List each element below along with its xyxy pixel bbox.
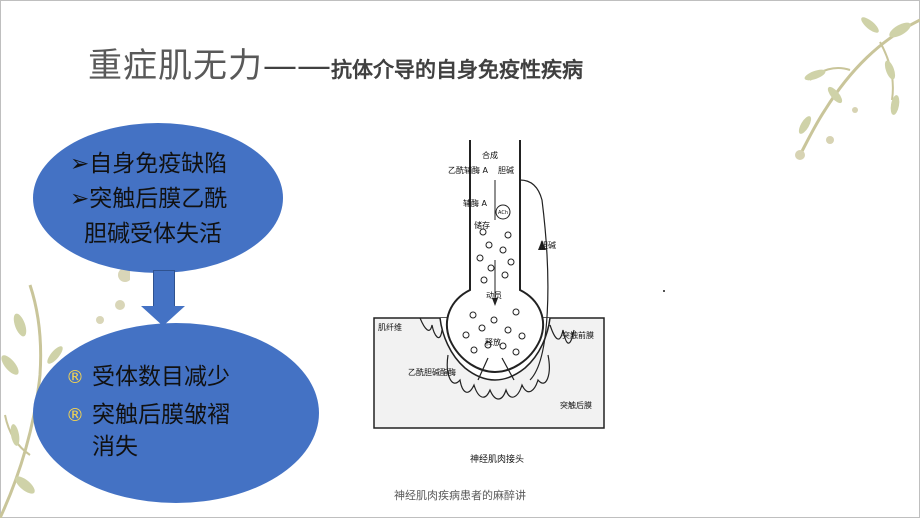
bullet-icon: ®: [66, 367, 84, 388]
footer-text: 神经肌肉疾病患者的麻醉讲: [394, 489, 526, 502]
neuromuscular-junction-diagram: 合成 乙酰辅酶 A 胆碱 辅酶 A ACh 储存 胆碱 动员 肌纤维 释放 突触…: [373, 140, 605, 465]
cause-line-2: ➢突触后膜乙酰: [70, 186, 228, 212]
label-mobilize: 动员: [486, 290, 502, 300]
label-postsyn: 突触后膜: [560, 400, 592, 410]
label-ach: ACh: [498, 210, 508, 216]
cause-line-3: 胆碱受体失活: [84, 221, 222, 247]
slide-title: 重症肌无力——抗体介导的自身免疫性疾病: [88, 38, 583, 87]
effect-line-3: 消失: [92, 434, 138, 460]
label-presyn: 突触前膜: [562, 330, 594, 340]
cause-bubble: [33, 123, 283, 273]
cause-line-1: ➢自身免疫缺陷: [70, 151, 228, 177]
title-dash: ——: [263, 46, 331, 86]
effect-line-1: 受体数目减少: [92, 364, 230, 390]
branch-decoration-top-right: [795, 17, 920, 160]
effect-bubble: [33, 323, 319, 503]
label-choline-top: 胆碱: [498, 166, 514, 175]
title-main: 重症肌无力: [88, 46, 263, 86]
diagram-caption: 神经肌肉接头: [470, 453, 524, 465]
title-subtitle: 抗体介导的自身免疫性疾病: [331, 58, 583, 82]
label-synth: 合成: [482, 150, 498, 160]
stray-dot: [663, 290, 665, 292]
down-arrow-shaft: [153, 270, 175, 307]
label-coenzyme: 辅酶 A: [463, 198, 488, 208]
label-ach-enzyme: 乙酰辅酶 A: [448, 165, 489, 175]
label-esterase: 乙酰胆碱酯酶: [408, 367, 456, 377]
label-choline-side: 胆碱: [540, 241, 556, 250]
label-release: 释放: [485, 337, 501, 347]
effect-line-2: 突触后膜皱褶: [92, 402, 230, 428]
down-arrow-icon: [141, 306, 185, 326]
bullet-icon: ®: [66, 405, 84, 426]
label-storage: 储存: [474, 220, 490, 230]
label-fiber: 肌纤维: [378, 322, 402, 332]
